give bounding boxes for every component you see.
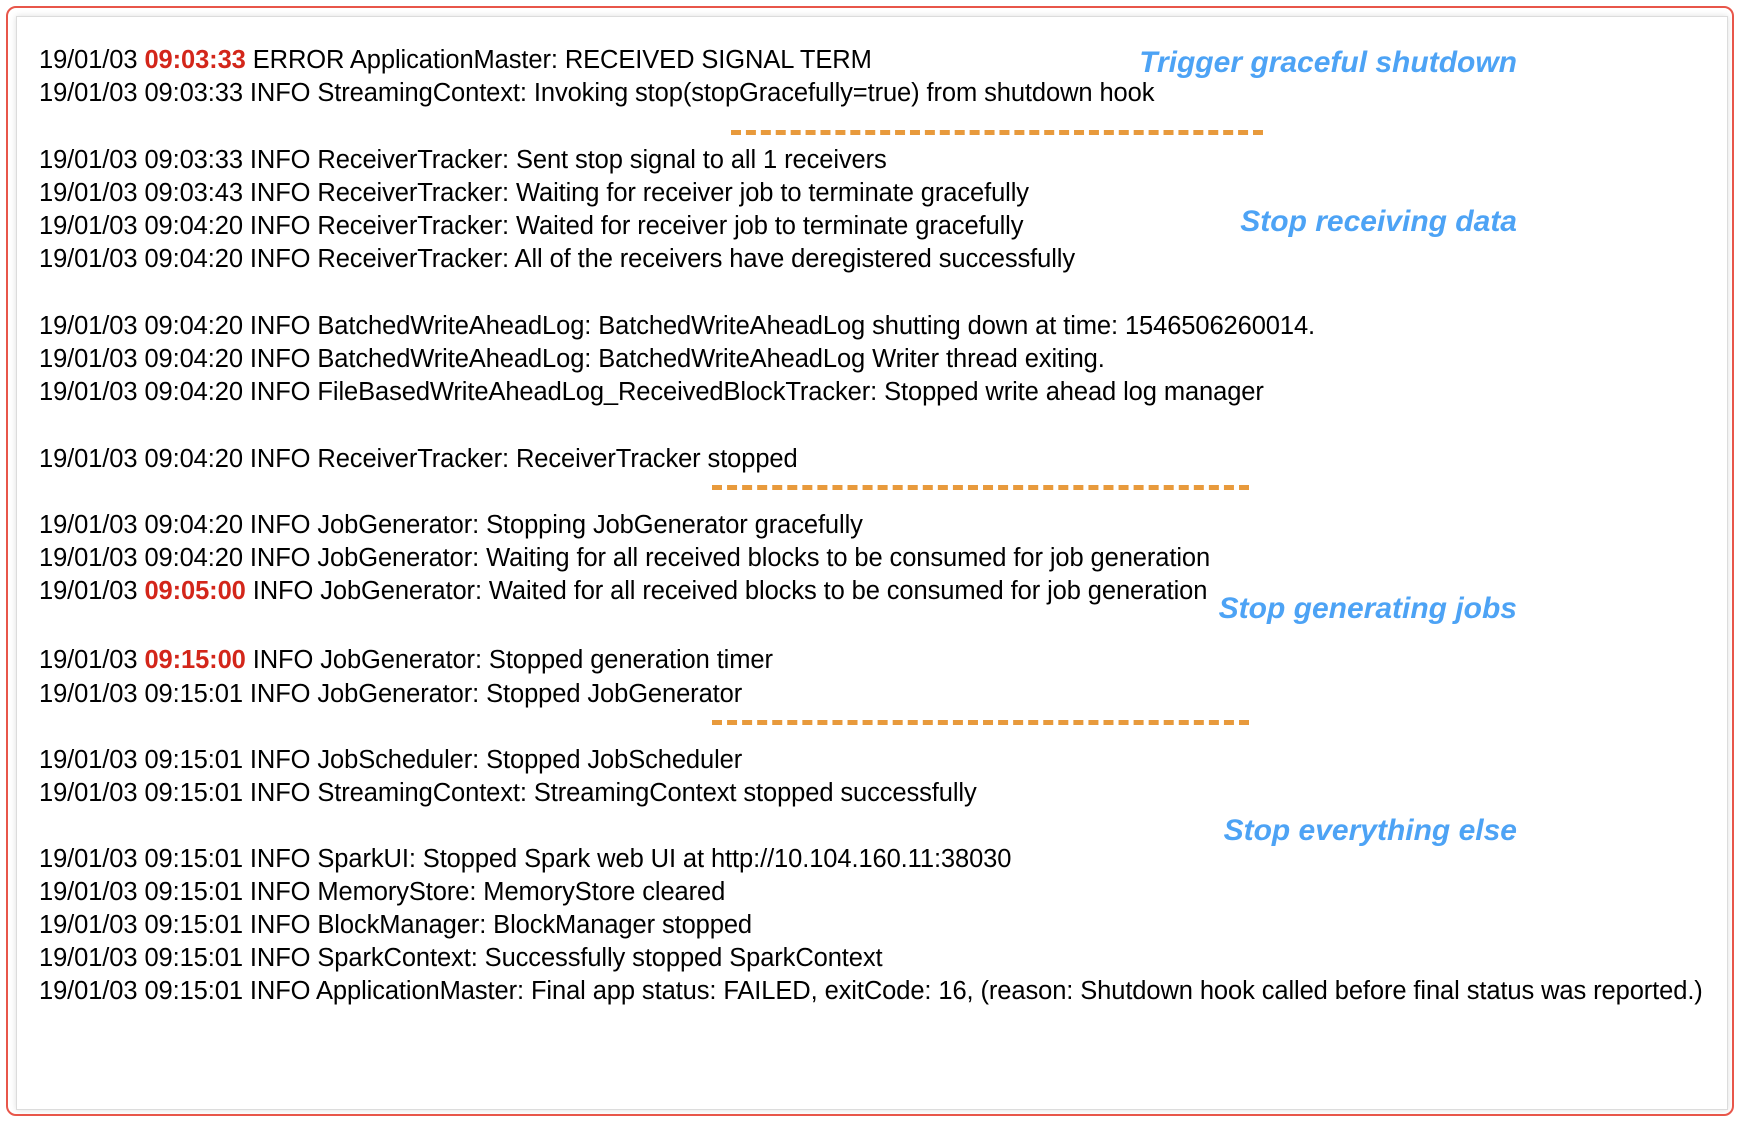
log-message: INFO FileBasedWriteAheadLog_ReceivedBloc… [242, 378, 1264, 406]
log-content: 19/01/03 09:03:33 ERROR ApplicationMaste… [17, 17, 1727, 1109]
log-date: 19/01/03 [39, 511, 145, 539]
log-line: 19/01/03 09:04:20 INFO JobGenerator: Wai… [39, 545, 1210, 571]
log-line: 19/01/03 09:05:00 INFO JobGenerator: Wai… [39, 578, 1207, 604]
log-date: 19/01/03 [39, 977, 145, 1005]
log-timestamp: 09:03:33 [144, 46, 246, 74]
log-date: 19/01/03 [39, 544, 145, 572]
log-viewer-frame: 19/01/03 09:03:33 ERROR ApplicationMaste… [6, 6, 1734, 1116]
log-date: 19/01/03 [39, 245, 145, 273]
log-line: 19/01/03 09:04:20 INFO ReceiverTracker: … [39, 213, 1023, 239]
log-message: INFO MemoryStore: MemoryStore cleared [242, 878, 726, 906]
log-message: INFO SparkContext: Successfully stopped … [242, 944, 883, 972]
log-timestamp: 09:04:20 [144, 445, 243, 473]
log-date: 19/01/03 [39, 212, 145, 240]
log-date: 19/01/03 [39, 378, 145, 406]
log-date: 19/01/03 [39, 911, 145, 939]
log-timestamp: 09:04:20 [144, 345, 243, 373]
log-message: INFO BatchedWriteAheadLog: BatchedWriteA… [242, 312, 1316, 340]
log-timestamp: 09:04:20 [144, 245, 243, 273]
log-timestamp: 09:15:01 [144, 779, 243, 807]
log-message: INFO BatchedWriteAheadLog: BatchedWriteA… [242, 345, 1105, 373]
log-date: 19/01/03 [39, 878, 145, 906]
log-date: 19/01/03 [39, 845, 145, 873]
annotation-label: Stop receiving data [1240, 205, 1517, 238]
log-line: 19/01/03 09:04:20 INFO BatchedWriteAhead… [39, 313, 1315, 339]
log-line: 19/01/03 09:03:33 ERROR ApplicationMaste… [39, 47, 872, 73]
log-timestamp: 09:15:01 [144, 845, 243, 873]
log-timestamp: 09:05:00 [144, 577, 246, 605]
log-timestamp: 09:03:43 [144, 179, 243, 207]
log-line: 19/01/03 09:04:20 INFO JobGenerator: Sto… [39, 512, 863, 538]
log-message: INFO SparkUI: Stopped Spark web UI at ht… [242, 845, 1012, 873]
log-date: 19/01/03 [39, 680, 145, 708]
log-message: INFO StreamingContext: StreamingContext … [242, 779, 977, 807]
log-message: ERROR ApplicationMaster: RECEIVED SIGNAL… [245, 46, 872, 74]
log-line: 19/01/03 09:15:01 INFO MemoryStore: Memo… [39, 879, 725, 905]
log-timestamp: 09:04:20 [144, 212, 243, 240]
log-timestamp: 09:04:20 [144, 511, 243, 539]
log-date: 19/01/03 [39, 79, 145, 107]
log-message: INFO JobGenerator: Stopped generation ti… [245, 646, 773, 674]
log-line: 19/01/03 09:15:01 INFO JobGenerator: Sto… [39, 681, 742, 707]
annotation-label: Trigger graceful shutdown [1139, 46, 1517, 79]
log-date: 19/01/03 [39, 779, 145, 807]
log-timestamp: 09:15:01 [144, 680, 243, 708]
log-date: 19/01/03 [39, 179, 145, 207]
log-line: 19/01/03 09:15:00 INFO JobGenerator: Sto… [39, 647, 773, 673]
log-message: INFO ReceiverTracker: Waiting for receiv… [242, 179, 1029, 207]
log-line: 19/01/03 09:15:01 INFO JobScheduler: Sto… [39, 747, 742, 773]
log-message: INFO JobGenerator: Waiting for all recei… [242, 544, 1211, 572]
log-line: 19/01/03 09:03:33 INFO StreamingContext:… [39, 80, 1154, 106]
log-message: INFO JobScheduler: Stopped JobScheduler [242, 746, 743, 774]
log-timestamp: 09:15:01 [144, 977, 243, 1005]
log-date: 19/01/03 [39, 577, 145, 605]
log-message: INFO ReceiverTracker: ReceiverTracker st… [242, 445, 798, 473]
log-message: INFO JobGenerator: Waited for all receiv… [245, 577, 1208, 605]
log-date: 19/01/03 [39, 146, 145, 174]
log-date: 19/01/03 [39, 445, 145, 473]
log-message: INFO ReceiverTracker: All of the receive… [242, 245, 1075, 273]
log-timestamp: 09:15:00 [144, 646, 246, 674]
log-timestamp: 09:04:20 [144, 544, 243, 572]
log-timestamp: 09:15:01 [144, 944, 243, 972]
log-timestamp: 09:15:01 [144, 878, 243, 906]
log-message: INFO JobGenerator: Stopped JobGenerator [242, 680, 743, 708]
log-date: 19/01/03 [39, 46, 145, 74]
log-line: 19/01/03 09:04:20 INFO ReceiverTracker: … [39, 446, 798, 472]
log-line: 19/01/03 09:15:01 INFO SparkUI: Stopped … [39, 846, 1011, 872]
log-date: 19/01/03 [39, 746, 145, 774]
log-timestamp: 09:03:33 [144, 146, 243, 174]
log-line: 19/01/03 09:03:33 INFO ReceiverTracker: … [39, 147, 887, 173]
log-line: 19/01/03 09:15:01 INFO BlockManager: Blo… [39, 912, 752, 938]
log-line: 19/01/03 09:15:01 INFO StreamingContext:… [39, 780, 977, 806]
section-separator [731, 130, 1263, 135]
log-line: 19/01/03 09:04:20 INFO FileBasedWriteAhe… [39, 379, 1264, 405]
log-line: 19/01/03 09:04:20 INFO BatchedWriteAhead… [39, 346, 1105, 372]
log-timestamp: 09:04:20 [144, 378, 243, 406]
annotation-label: Stop everything else [1223, 814, 1517, 847]
log-timestamp: 09:15:01 [144, 911, 243, 939]
log-viewer-panel: 19/01/03 09:03:33 ERROR ApplicationMaste… [16, 16, 1728, 1110]
log-message: INFO BlockManager: BlockManager stopped [242, 911, 752, 939]
log-message: INFO ReceiverTracker: Waited for receive… [242, 212, 1024, 240]
section-separator [712, 720, 1249, 725]
log-timestamp: 09:03:33 [144, 79, 243, 107]
log-line: 19/01/03 09:15:01 INFO SparkContext: Suc… [39, 945, 883, 971]
log-date: 19/01/03 [39, 312, 145, 340]
log-message: INFO StreamingContext: Invoking stop(sto… [242, 79, 1155, 107]
log-date: 19/01/03 [39, 646, 145, 674]
log-message: INFO JobGenerator: Stopping JobGenerator… [242, 511, 863, 539]
annotation-label: Stop generating jobs [1218, 592, 1517, 625]
log-date: 19/01/03 [39, 944, 145, 972]
log-date: 19/01/03 [39, 345, 145, 373]
section-separator [712, 485, 1249, 490]
log-line: 19/01/03 09:03:43 INFO ReceiverTracker: … [39, 180, 1029, 206]
log-message: INFO ApplicationMaster: Final app status… [242, 977, 1703, 1005]
log-line: 19/01/03 09:15:01 INFO ApplicationMaster… [39, 978, 1703, 1004]
log-timestamp: 09:15:01 [144, 746, 243, 774]
log-line: 19/01/03 09:04:20 INFO ReceiverTracker: … [39, 246, 1075, 272]
log-timestamp: 09:04:20 [144, 312, 243, 340]
log-message: INFO ReceiverTracker: Sent stop signal t… [242, 146, 887, 174]
